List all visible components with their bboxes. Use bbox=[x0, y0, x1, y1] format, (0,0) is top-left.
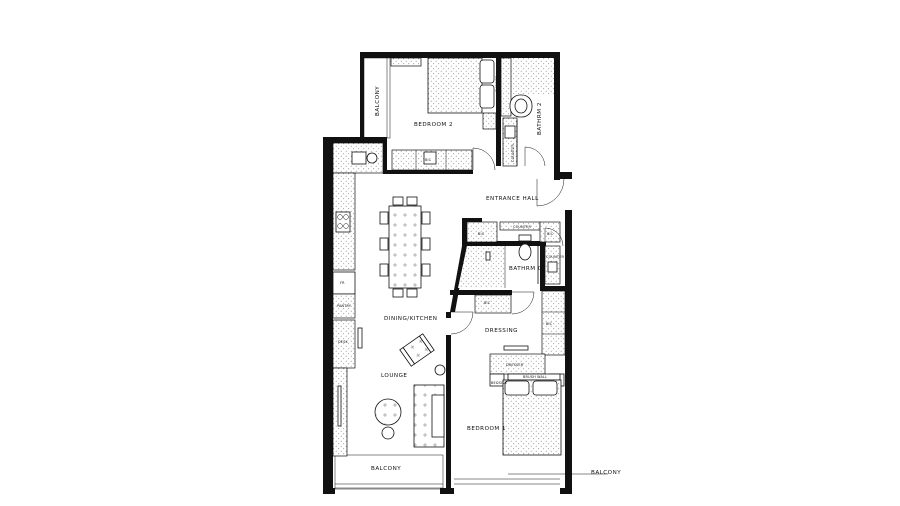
room-label-balcony-right: BALCONY bbox=[591, 470, 621, 476]
bathroom1-fixtures bbox=[458, 221, 561, 288]
room-label-lounge: LOUNGE bbox=[381, 373, 407, 379]
room-label-balcony-bottom: BALCONY bbox=[371, 466, 401, 472]
walls bbox=[323, 52, 572, 494]
kitchen-fixtures bbox=[332, 142, 384, 457]
room-label-bedroom2: BEDROOM 2 bbox=[414, 122, 453, 128]
label-bic-dressing-top: BIC bbox=[484, 301, 491, 305]
lounge-furniture bbox=[374, 333, 446, 448]
room-label-bathrm1: BATHRM 01 bbox=[509, 266, 546, 272]
room-labels: BEDROOM 2 BATHRM 2 ENTRANCE HALL BATHRM … bbox=[371, 86, 621, 476]
dressing-fixtures bbox=[474, 290, 566, 387]
label-desk: DESK bbox=[338, 340, 349, 344]
label-fr: FR bbox=[340, 281, 345, 285]
label-pantry: PANTRY bbox=[337, 304, 352, 308]
glazing bbox=[334, 57, 608, 490]
label-dresser: DRESSER bbox=[506, 363, 524, 367]
room-label-bathrm2: BATHRM 2 bbox=[537, 102, 543, 135]
room-label-balcony-top: BALCONY bbox=[375, 86, 381, 116]
label-shower: SHOWER bbox=[495, 75, 499, 92]
label-counter-bath1-side: COUNTER bbox=[546, 255, 564, 259]
room-label-entrance-hall: ENTRANCE HALL bbox=[486, 196, 539, 202]
bedroom2-furniture bbox=[390, 57, 497, 171]
fixture-labels: BIC COUNTER SHOWER BIC COUNTER BIC COUNT… bbox=[337, 75, 564, 385]
room-label-dining-kitchen: DINING/KITCHEN bbox=[384, 316, 437, 322]
doors bbox=[450, 146, 565, 335]
label-bedside: BEDSIDE bbox=[491, 381, 507, 385]
bathroom2-fixtures bbox=[500, 57, 554, 167]
room-label-dressing: DRESSING bbox=[485, 328, 518, 334]
label-bic-bath-right: BIC bbox=[547, 232, 554, 236]
bedroom1-furniture bbox=[502, 373, 562, 456]
label-counter-bath2: COUNTER bbox=[511, 144, 515, 162]
label-bic-kitchen: BIC bbox=[425, 158, 432, 162]
dining-table bbox=[379, 196, 431, 298]
label-counter-bath1-top: COUNTER bbox=[513, 225, 531, 229]
label-bic-bath-left: BIC bbox=[478, 232, 485, 236]
label-brush-wall: BRUSH WALL bbox=[523, 375, 547, 379]
room-label-bedroom1: BEDROOM 1 bbox=[467, 426, 506, 432]
label-bic-dressing-side: BIC bbox=[546, 322, 553, 326]
